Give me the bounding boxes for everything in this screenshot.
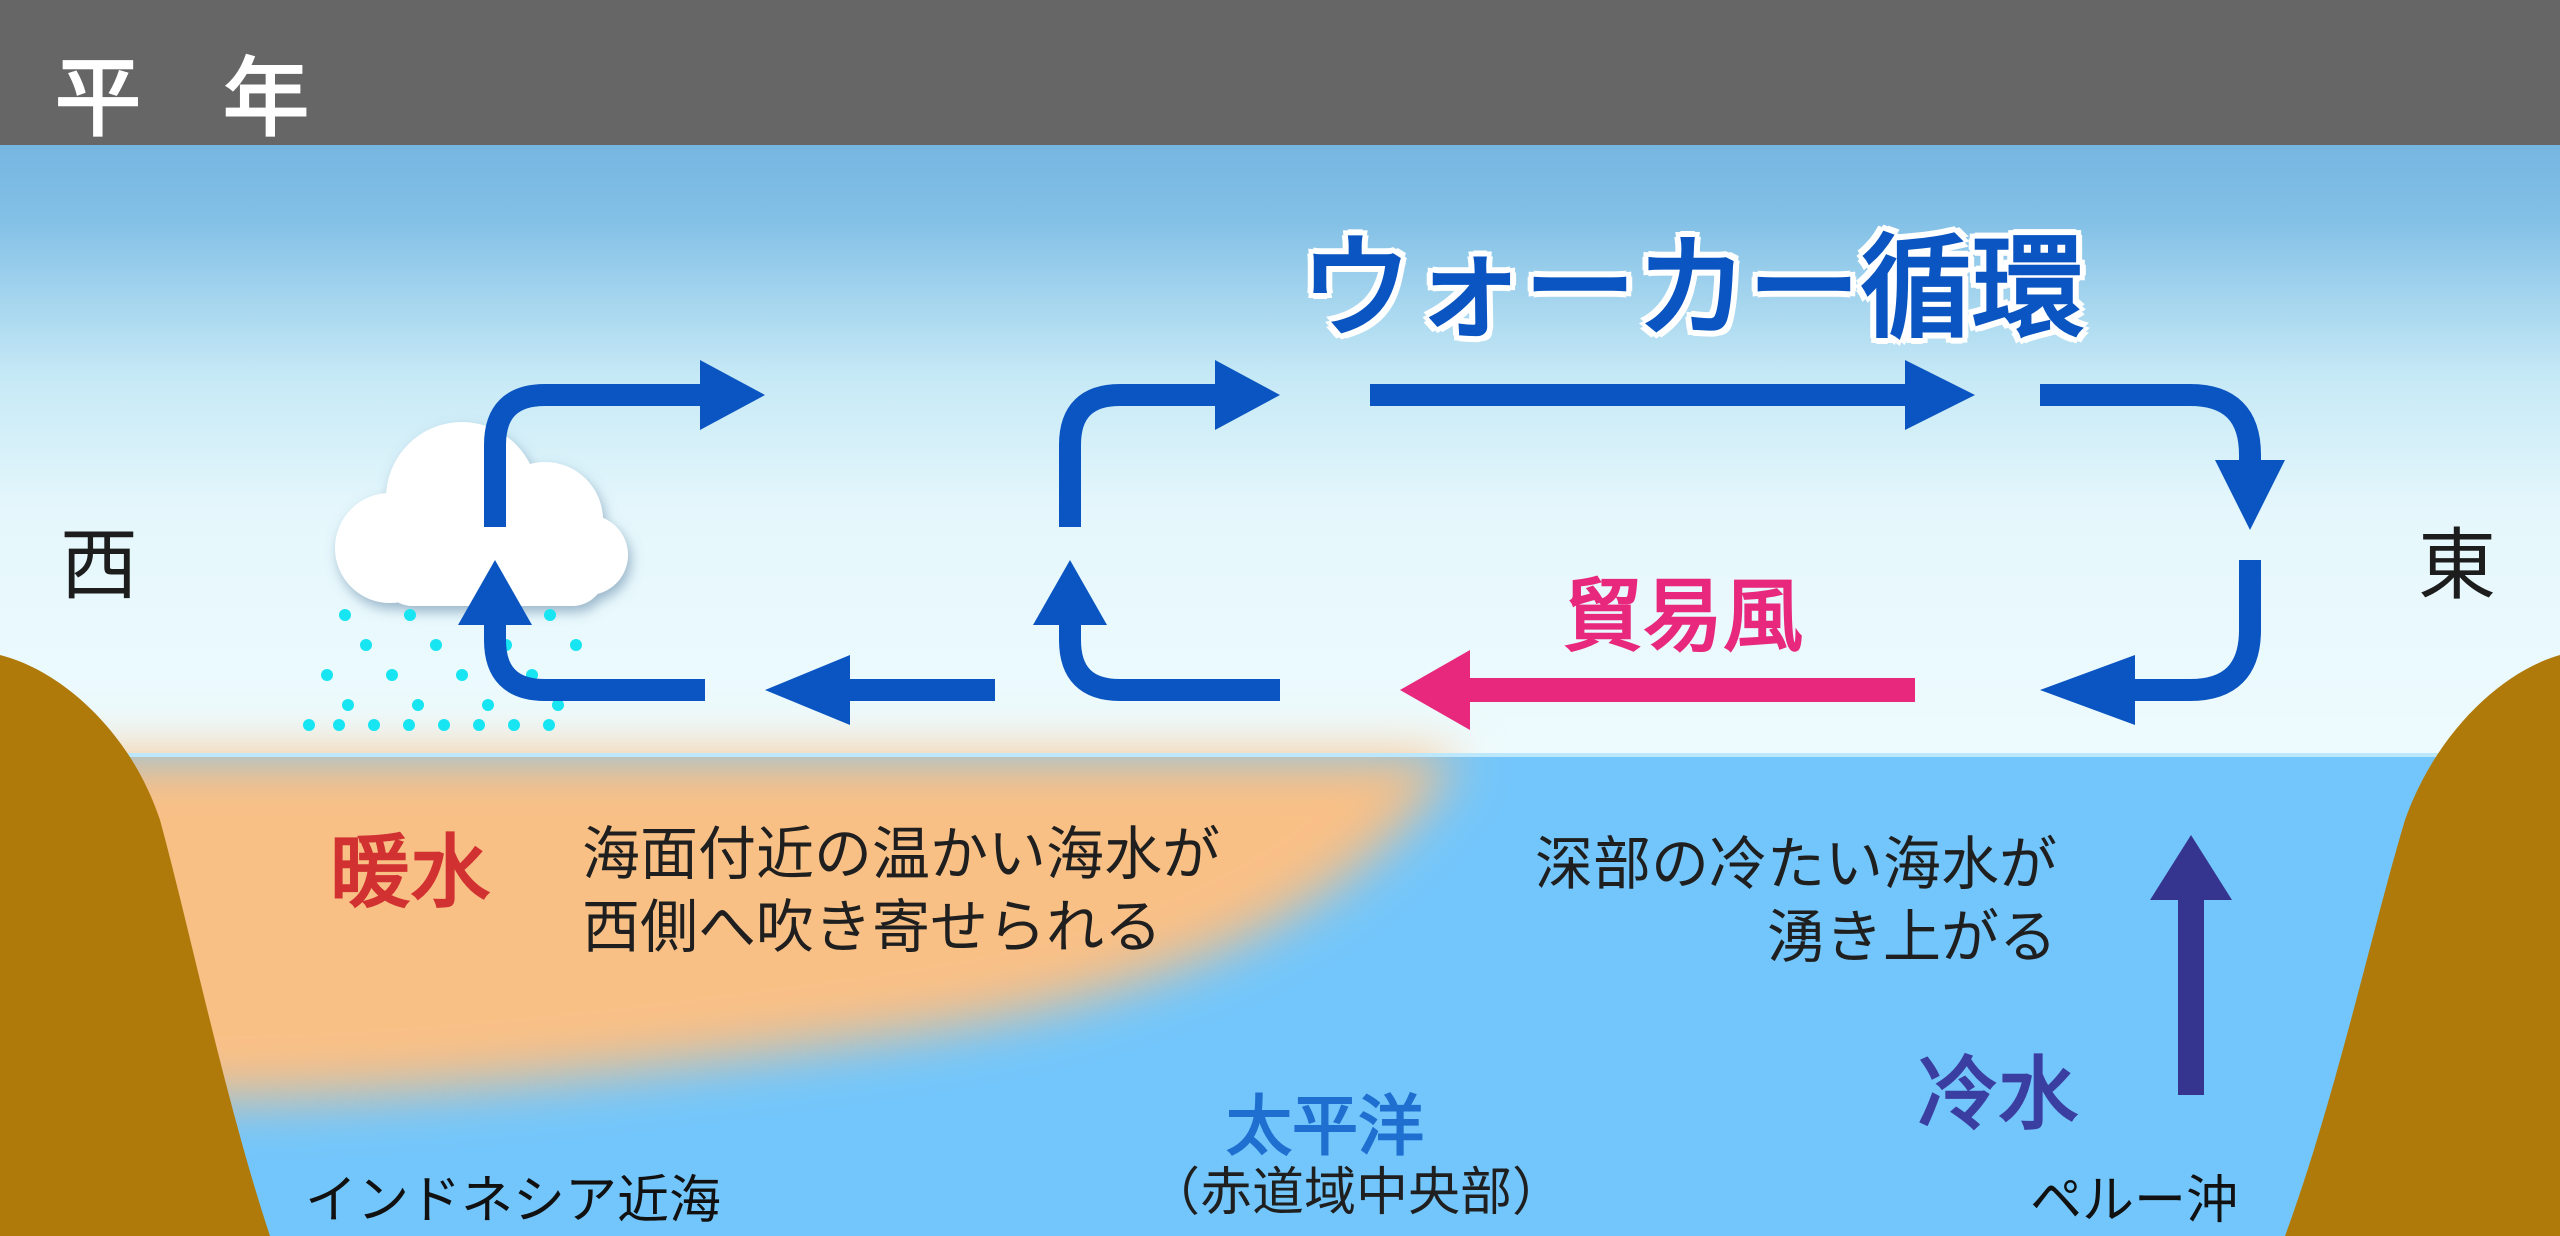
rain-drop xyxy=(456,669,468,681)
rain-drop xyxy=(333,719,345,731)
rising-arrow-west xyxy=(484,384,715,527)
rain-drop xyxy=(543,719,555,731)
sky xyxy=(0,145,2560,755)
east-label: 東 xyxy=(2418,521,2497,611)
walker-circulation-arrows xyxy=(484,384,2261,701)
rain-drop xyxy=(386,669,398,681)
west-label: 西 xyxy=(60,521,139,611)
ocean-label: 太平洋 xyxy=(1226,1088,1424,1165)
surface-return-center xyxy=(1059,615,1280,701)
rain-drop xyxy=(473,719,485,731)
rain-drop xyxy=(321,669,333,681)
header-bar xyxy=(0,0,2560,145)
warm-water-desc-line: 西側へ吹き寄せられる xyxy=(582,892,1163,961)
rain-drop xyxy=(368,719,380,731)
cold-water-desc-line: 深部の冷たい海水が xyxy=(1535,830,2058,898)
rain-icon xyxy=(303,609,582,731)
arrowhead xyxy=(2040,655,2135,725)
warm-water-description: 海面付近の温かい海水が 西側へ吹き寄せられる xyxy=(582,818,1220,963)
surface-return-east xyxy=(2120,560,2261,701)
rain-drop xyxy=(342,699,354,711)
surface-return-west xyxy=(484,615,705,701)
ocean-surface-line xyxy=(0,753,2560,757)
arrowhead xyxy=(700,360,765,430)
ocean-sublabel: （赤道域中央部） xyxy=(1148,1163,1565,1223)
rain-drop xyxy=(508,719,520,731)
upwelling-arrow xyxy=(2150,835,2232,1095)
west-land xyxy=(0,655,270,1236)
rain-drop xyxy=(552,699,564,711)
arrowhead xyxy=(1905,360,1975,430)
trade-wind-arrow xyxy=(1400,650,1915,730)
west-place-label: インドネシア近海 xyxy=(305,1171,722,1231)
walker-arrowheads xyxy=(458,360,2285,725)
arrowhead xyxy=(2215,460,2285,530)
rain-drop xyxy=(404,609,416,621)
rain-drop xyxy=(430,639,442,651)
arrowhead xyxy=(1033,560,1107,625)
rising-arrow-center xyxy=(1059,384,1230,527)
rain-drop xyxy=(438,719,450,731)
warm-water-pool xyxy=(0,755,1460,1100)
rain-drop xyxy=(412,699,424,711)
cold-water-description: 深部の冷たい海水が 湧き上がる xyxy=(1535,828,2057,973)
cold-water-label: 冷水 xyxy=(1918,1048,2078,1141)
page-title: 平 年 xyxy=(55,49,335,149)
descending-arrow-east xyxy=(2040,384,2261,470)
warm-water-label: 暖水 xyxy=(330,826,490,919)
rain-drop xyxy=(570,639,582,651)
east-place-label: ペルー沖 xyxy=(2030,1171,2239,1231)
east-land xyxy=(2285,655,2560,1236)
arrowhead xyxy=(1215,360,1280,430)
circulation-title: ウォーカー循環 xyxy=(1300,224,2084,354)
warm-water-desc-line: 海面付近の温かい海水が xyxy=(582,820,1221,888)
rain-drop xyxy=(482,699,494,711)
rain-drop xyxy=(339,609,351,621)
rain-drop xyxy=(303,719,315,731)
arrowhead xyxy=(765,655,850,725)
trade-wind-label: 貿易風 xyxy=(1563,570,1803,663)
rain-drop xyxy=(544,609,556,621)
rain-drop xyxy=(360,639,372,651)
rain-drop xyxy=(403,719,415,731)
cold-water-desc-line: 湧き上がる xyxy=(1767,902,2058,971)
arrowhead xyxy=(458,560,532,625)
